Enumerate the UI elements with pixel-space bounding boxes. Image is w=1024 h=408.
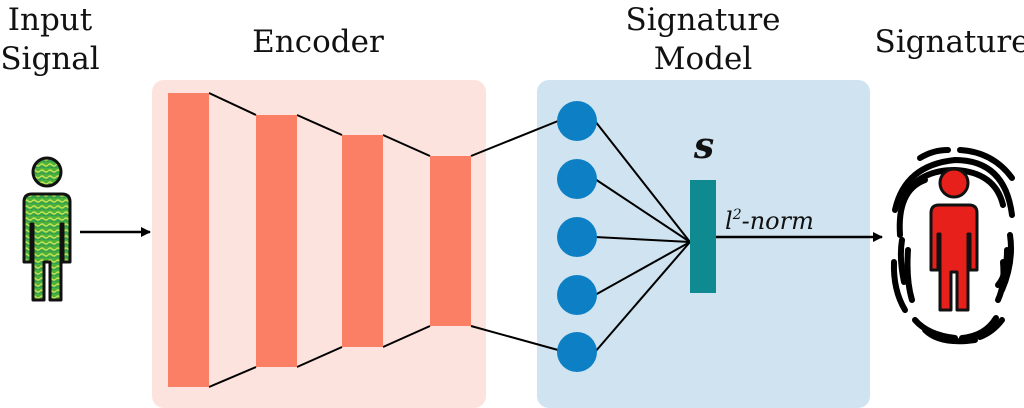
input-signal-label-line1: Input	[8, 2, 93, 38]
encoder-connections	[208, 92, 431, 388]
encoder-layer-2	[256, 115, 297, 367]
neuron-5	[557, 332, 597, 372]
l2-norm-base: l	[725, 207, 733, 235]
signature-model-label-line2: Model	[654, 41, 753, 77]
encoder-panel	[152, 80, 486, 408]
neuron-1	[557, 101, 597, 141]
l2-norm-label: l2-norm	[725, 207, 814, 235]
signature-person-icon	[929, 167, 979, 312]
person-icon	[22, 156, 72, 302]
encoder-layer-1	[168, 93, 209, 387]
neuron-4	[557, 275, 597, 315]
encoder-layer-4	[430, 156, 471, 326]
signature-vector-symbol: s	[693, 125, 714, 167]
l2-norm-exponent: 2	[732, 207, 742, 223]
signature-label: Signature	[874, 24, 1024, 60]
neuron-3	[557, 217, 597, 257]
input-signal-label-line2: Signal	[0, 41, 99, 77]
encoder-to-model-connections	[470, 120, 559, 351]
signature-model-label-line1: Signature	[625, 2, 780, 38]
neuron-2	[557, 159, 597, 199]
fingerprint-person-icon	[890, 147, 1015, 345]
encoder-layer-3	[342, 135, 383, 347]
neuron-connections	[594, 120, 691, 353]
l2-norm-suffix: -norm	[742, 207, 814, 235]
signature-vector	[690, 180, 716, 293]
encoder-label: Encoder	[252, 24, 384, 60]
fingerprint-icon	[890, 147, 1015, 345]
